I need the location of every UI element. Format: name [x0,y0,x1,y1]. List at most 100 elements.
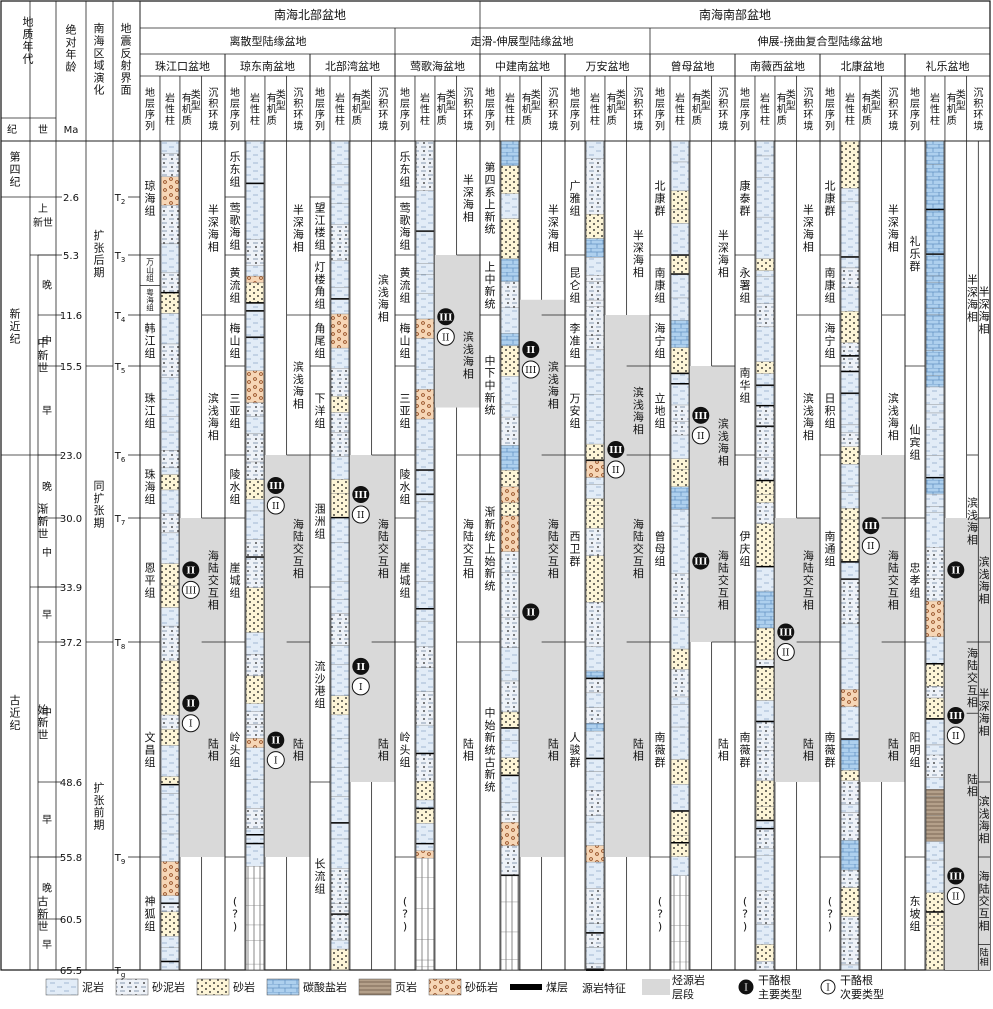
lithology-column [415,140,435,971]
coal-seam [415,752,434,756]
lithology-bed-mud [500,404,520,418]
kerogen-sub-type [521,360,540,379]
legend-swatch [196,978,230,996]
lithology-bed-sandmud [245,461,265,480]
lithology-bed-mud [245,416,265,435]
lithology-bed-unk [670,961,690,971]
legend-label: 泥岩 [82,980,104,994]
lithology-bed-mud [840,201,860,258]
legend-label: 砂泥岩 [152,980,185,994]
lithology-bed-mud [585,947,605,965]
col-header-litho: 岩性柱 [760,91,770,126]
evolution-label: 同扩张期 [94,480,105,530]
basin-name: 中建南盆地 [495,59,550,73]
lithology-bed-sand [670,190,690,211]
strata-label: 上中新统 [484,261,495,311]
lithology-bed-mud [160,377,180,400]
col-header-strata: 地层序列 [230,86,240,133]
col-header-om: 有机质 [352,91,362,126]
env-label: 陆相 [378,736,389,762]
subepoch-label: 早 [42,814,52,826]
lithology-bed-sandmud [245,808,265,829]
lithology-bed-sandmud [840,812,860,841]
legend-swatch [642,979,670,995]
lithology-bed-mud [585,759,605,772]
lithology-bed-sand [755,361,775,374]
lithology-bed-sand [160,293,180,314]
lithology-bed-sandmud [585,281,605,301]
lithology-bed-unk [415,858,435,878]
lithology-bed-sandmud [500,811,520,823]
lithology-bed-sandmud [585,528,605,556]
lithology-bed-mud [585,140,605,159]
lithology-bed-sandmud [840,916,860,940]
lithology-bed-unk [415,877,435,909]
lithology-bed-mud [840,623,860,659]
lithology-bed-sand [755,258,775,271]
strata-label: 南华组 [739,367,750,405]
lithology-bed-sand [755,944,775,962]
kerogen-sub-type [436,327,455,346]
coal-seam [840,355,859,358]
lithology-bed-mud [670,161,690,192]
col-header-om: 类型 [956,88,966,112]
lithology-bed-sand [585,443,605,462]
lithology-bed-mud [585,394,605,421]
lithology-bed-carb [500,258,520,282]
env-label: 海陆交互相 [463,517,474,580]
lithology-bed-sandmud [245,654,265,677]
lithology-bed-sandmud [330,412,350,433]
lithology-bed-sand [330,948,350,971]
lithology-bed-mud [670,726,690,760]
strata-label: 南康组 [654,267,665,305]
lithology-bed-sand [755,806,775,822]
lithology-bed-sandmud [500,617,520,648]
lithology-bed-sandmud [330,613,350,646]
env-label: 海陆交互相 [633,517,644,580]
kerogen-main-type [692,406,710,424]
lithology-bed-mud [330,767,350,797]
lithology-bed-mud [500,647,520,671]
col-header-litho: 岩性柱 [165,91,175,126]
legend-label: 主要类型 [758,987,802,1001]
strata-label: 曾母组 [654,529,665,568]
lithology-bed-mud [245,510,265,540]
period-label: 古近纪 [10,694,21,732]
lithology-bed-mud [415,470,435,496]
lithology-bed-cong [245,738,265,748]
legend-label: 砂岩 [233,980,255,994]
lithology-bed-sand [585,555,605,603]
kerogen-sub-label: III [185,585,197,596]
lithology-column [840,140,860,971]
lithology-bed-mud [755,924,775,945]
legend-swatch [738,979,754,995]
kerogen-main-type [862,517,880,535]
legend-label: 碳酸盐岩 [303,980,347,994]
col-header-om: 类型 [871,88,881,112]
lithology-bed-mud [500,193,520,219]
strata-label: 琼海组 [144,179,155,218]
lithology-bed-sand [670,255,690,275]
lithology-bed-unk [245,963,265,971]
lithology-bed-mud [500,376,520,406]
lithology-bed-sandmud [670,669,690,698]
lithology-bed-mud [840,287,860,312]
env-label: 陆相 [803,736,814,762]
coal-seam [755,720,774,724]
age-tick-label: 33.9 [60,583,82,594]
lithology-bed-mud [585,349,605,371]
lithology-bed-sand [160,660,180,683]
env-label: 陆相 [718,736,729,762]
lithology-bed-carb [925,275,945,283]
lithology-bed-sandmud [585,335,605,351]
lithology-bed-sandmud [500,281,520,308]
lithology-bed-sandmud [330,432,350,457]
coal-seam [160,291,179,295]
strata-label: 礼乐群 [909,234,920,273]
lithology-bed-carb [500,140,520,166]
strata-label: 三亚组 [229,392,240,430]
col-header-om: 类型 [701,88,711,112]
